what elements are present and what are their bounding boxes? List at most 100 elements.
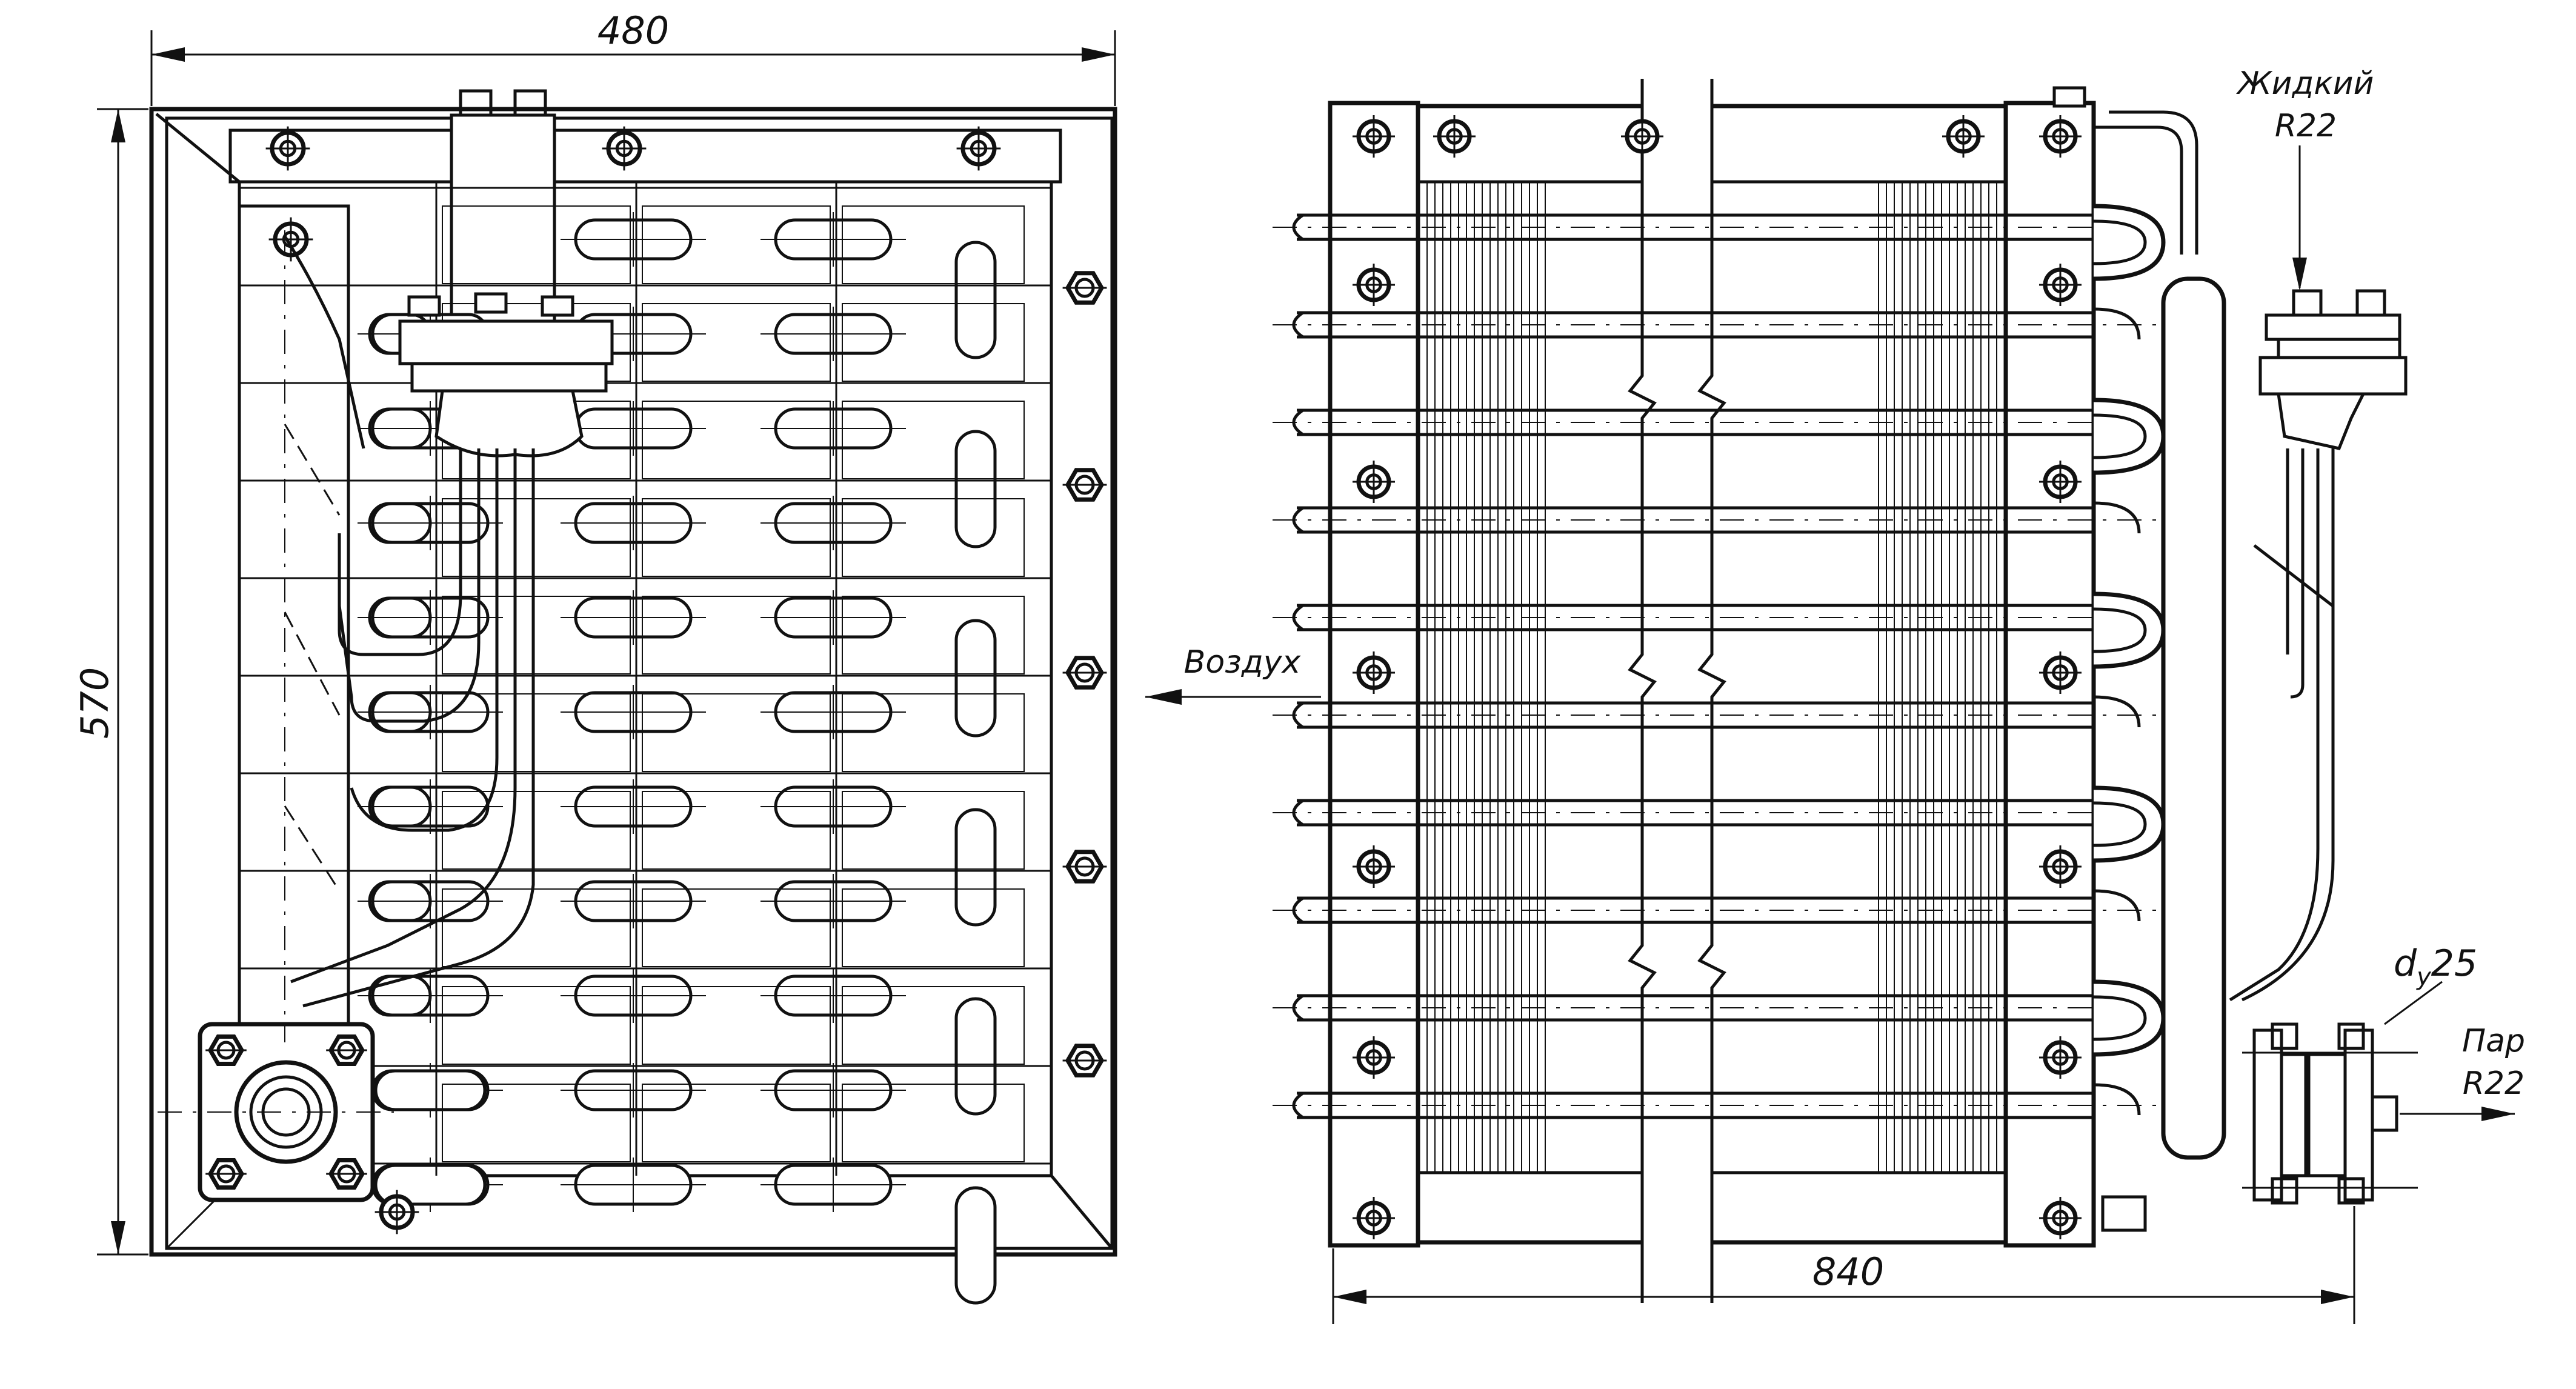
liquid-label-2: R22: [2275, 108, 2337, 144]
distributor-block: [450, 113, 556, 323]
frame-bolt: [265, 126, 310, 171]
side-distributor-plate: [2265, 313, 2401, 341]
fin-cell: [642, 1084, 831, 1162]
endplate-bolt: [1353, 845, 1395, 888]
vertical-tube-end: [954, 619, 997, 738]
fin-cell: [842, 205, 1025, 284]
front-frame-flange: [165, 116, 1114, 1250]
fin-cell: [842, 1084, 1025, 1162]
fin-cell: [842, 498, 1025, 577]
tube-end: [368, 785, 432, 828]
bevel-tl: [155, 113, 241, 183]
endplate-bolt: [2039, 264, 2082, 306]
u-bend: [2093, 785, 2166, 863]
endplate-bolt: [1353, 115, 1395, 158]
dim-570-label: 570: [73, 667, 117, 739]
frame-bolt: [268, 217, 313, 262]
dim-480-label: 480: [597, 8, 669, 53]
fin-cell: [842, 693, 1025, 772]
return-bends: [2093, 204, 2166, 1116]
vapor-flange: [2242, 1022, 2418, 1205]
dim-840-label: 840: [1812, 1250, 1884, 1294]
tube-end: [368, 596, 432, 639]
nozzle-sub: y: [2416, 963, 2432, 991]
flange-nut: [326, 1158, 367, 1190]
u-bend: [2093, 204, 2166, 281]
endplate-bolt: [1353, 651, 1395, 694]
fin-cell: [642, 888, 831, 967]
fin-cell: [842, 888, 1025, 967]
vertical-tube-end: [954, 1186, 997, 1305]
vertical-tube-end: [954, 241, 997, 359]
tube-end: [368, 974, 432, 1017]
fin-cell: [842, 303, 1025, 382]
fin-cell: [442, 693, 631, 772]
right-endplate: [2003, 101, 2096, 1248]
side-nut: [1062, 850, 1107, 884]
block-bolt-2: [513, 89, 547, 117]
fin-cell: [842, 791, 1025, 870]
endplate-bolt: [1353, 461, 1395, 503]
vertical-tube-end: [954, 997, 997, 1116]
vapor-label-1: Пар: [2462, 1023, 2525, 1059]
distributor-nut: [474, 292, 508, 314]
endplate-bolt: [2039, 1036, 2082, 1079]
fin-cell: [842, 986, 1025, 1065]
endplate-bolt: [1353, 264, 1395, 306]
frame-bolt: [374, 1190, 419, 1234]
fin-cell: [642, 205, 831, 284]
side-dimensions: [1145, 145, 2515, 1324]
u-bend: [2093, 979, 2166, 1057]
endplate-bolt: [2039, 115, 2082, 158]
fin-cell: [442, 986, 631, 1065]
front-outer-frame: [149, 107, 1117, 1257]
fin-pack-left: [1426, 182, 1546, 1173]
fin-pack-right: [1878, 182, 1997, 1173]
fin-cell: [842, 596, 1025, 675]
side-capillaries: [2229, 448, 2335, 1002]
endplate-bolt: [1353, 1197, 1395, 1239]
fin-cell: [642, 791, 831, 870]
fin-cell: [442, 888, 631, 967]
flange-nut: [205, 1034, 247, 1067]
nozzle-d: d: [2394, 942, 2417, 985]
endplate-bolt: [2039, 1197, 2082, 1239]
u-bend: [2093, 591, 2166, 669]
endplate-bolt: [1353, 1036, 1395, 1079]
distributor-body: [434, 389, 584, 458]
side-nut: [1062, 656, 1107, 690]
fin-cell: [642, 693, 831, 772]
tube-end: [374, 1164, 487, 1206]
u-bend: [2093, 398, 2166, 475]
endplate-bolt: [2039, 461, 2082, 503]
fin-cell: [442, 1084, 631, 1162]
side-nut: [1062, 468, 1107, 502]
nozzle-num: 25: [2431, 942, 2477, 985]
nozzle-diameter-label: dy25: [2394, 942, 2477, 991]
front-dimensions: [97, 30, 1116, 1256]
header-manifold: [2161, 276, 2226, 1160]
flange-nut: [205, 1158, 247, 1190]
bevel-br: [1050, 1174, 1113, 1250]
left-endplate: [1328, 101, 1420, 1248]
break-line-left: [1628, 79, 1657, 1303]
flange-nut: [326, 1034, 367, 1067]
fin-cell: [442, 596, 631, 675]
tube-end: [368, 502, 432, 544]
tube-end: [368, 691, 432, 733]
distributor-nut: [407, 295, 441, 317]
fin-cell: [442, 205, 631, 284]
tube-end: [368, 880, 432, 922]
liquid-label-1: Жидкий: [2236, 65, 2374, 102]
side-view: [1273, 79, 2418, 1303]
top-bolt: [1621, 115, 1663, 158]
block-bolt-1: [459, 89, 493, 117]
side-nut: [1062, 1044, 1107, 1078]
distributor-nut: [541, 295, 574, 317]
fin-cell: [842, 401, 1025, 479]
fin-cell: [642, 596, 831, 675]
air-label: Воздух: [1184, 644, 1302, 681]
frame-bolt: [602, 126, 647, 171]
capillary-tubes: [283, 235, 535, 1008]
